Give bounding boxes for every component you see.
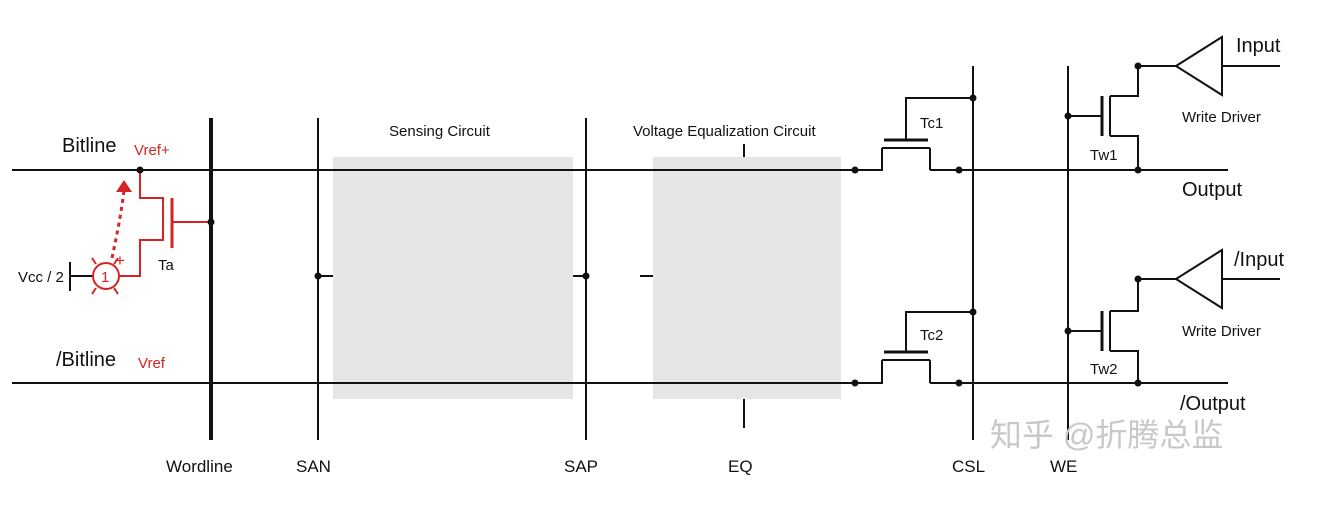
tw1-label: Tw1: [1090, 147, 1118, 164]
write-driver-2-label: Write Driver: [1182, 323, 1261, 340]
vref-label: Vref: [138, 355, 166, 372]
equalization-circuit-label: Voltage Equalization Circuit: [633, 123, 816, 140]
san-label: SAN: [296, 457, 331, 476]
we-label: WE: [1050, 457, 1077, 476]
source-circle: [92, 262, 120, 290]
charge-arrow: [110, 189, 126, 259]
equalization-circuit-block: [653, 157, 841, 399]
bitline-bar-label: /Bitline: [56, 349, 116, 371]
output-label: Output: [1182, 179, 1242, 201]
write-driver-1-label: Write Driver: [1182, 109, 1261, 126]
source-number: 1: [101, 269, 109, 286]
vcc-label: Vcc / 2: [18, 269, 64, 286]
bitline-label: Bitline: [62, 135, 116, 157]
charge-arrowhead: [116, 180, 132, 192]
wordline-label: Wordline: [166, 457, 233, 476]
input-label: Input: [1236, 35, 1281, 57]
tc1-label: Tc1: [920, 115, 943, 132]
vref-plus-label: Vref+: [134, 142, 170, 159]
csl-label: CSL: [952, 457, 985, 476]
watermark-text: 知乎 @折腾总监: [990, 417, 1223, 453]
tw2-label: Tw2: [1090, 361, 1118, 378]
plus-sign: +: [115, 251, 125, 270]
sensing-circuit-label: Sensing Circuit: [389, 123, 491, 140]
sensing-circuit-block: [333, 157, 573, 399]
input-bar-label: /Input: [1234, 249, 1284, 271]
tc2-label: Tc2: [920, 327, 943, 344]
output-bar-label: /Output: [1180, 393, 1246, 415]
ta-label: Ta: [158, 257, 175, 274]
sap-label: SAP: [564, 457, 598, 476]
eq-label: EQ: [728, 457, 753, 476]
